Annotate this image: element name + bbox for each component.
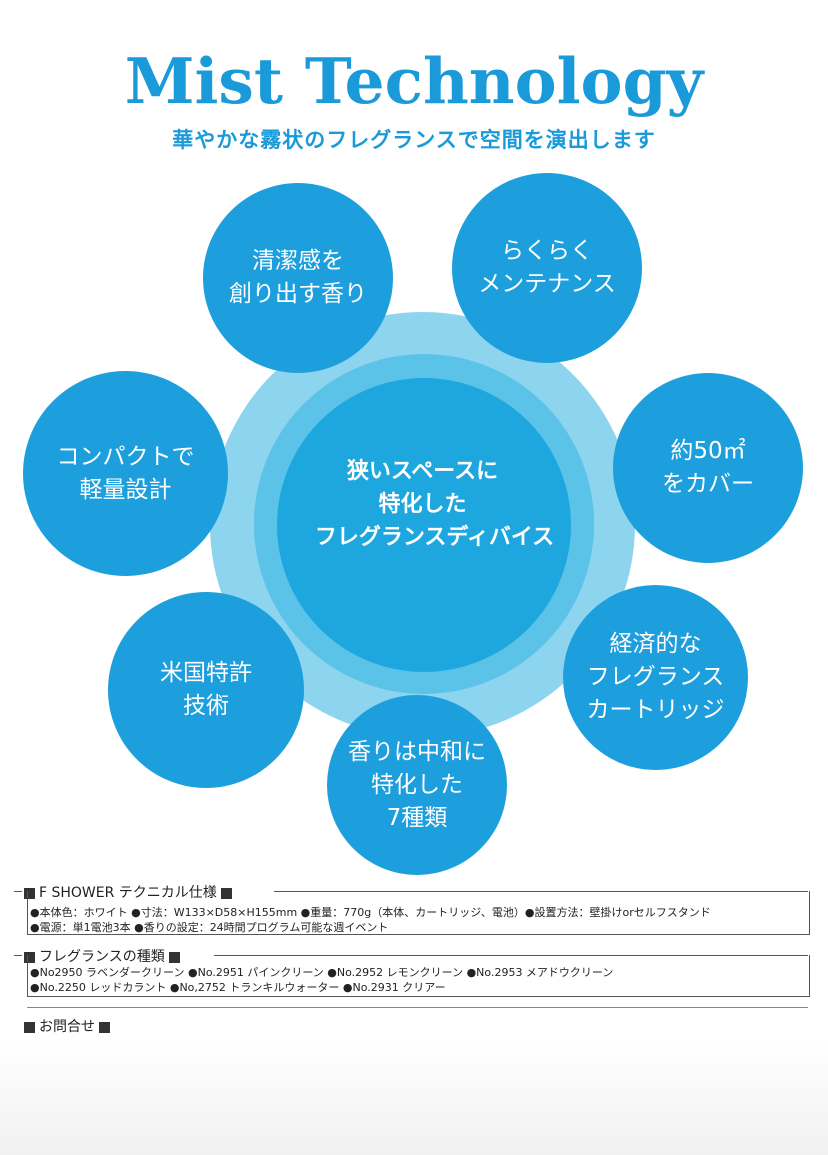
feature-label: 軽量設計 (79, 476, 172, 503)
divider (14, 955, 22, 956)
fragrances-heading: フレグランスの種類 (20, 946, 184, 966)
divider (27, 1007, 808, 1008)
square-bullet-icon (24, 887, 35, 899)
specs-box (27, 891, 810, 935)
square-bullet-icon (24, 1021, 35, 1033)
feature-label: メンテナンス (478, 271, 616, 297)
contact-title: お問合せ (39, 1019, 95, 1035)
fragrance-line: ●No2950 ラベンダークリーン ●No.2951 パインクリーン ●No.2… (30, 966, 614, 979)
center-line: 狭いスペースに (346, 458, 499, 484)
specs-title: F SHOWER テクニカル仕様 (39, 885, 217, 901)
spec-line: ●本体色：ホワイト ●寸法：W133×D58×H155mm ●重量：770g（本… (30, 906, 711, 919)
square-bullet-icon (168, 951, 180, 963)
feature-label: フレグランス (586, 664, 725, 690)
divider (14, 891, 22, 892)
feature-label: 創り出す香り (229, 281, 367, 307)
center-text: 狭いスペースに 特化した フレグランスディバイス (270, 455, 575, 554)
feature-label: をカバー (662, 471, 754, 497)
feature-label: 米国特許 (160, 660, 252, 686)
center-line: 特化した (378, 491, 467, 517)
center-line: フレグランスディバイス (314, 524, 555, 550)
divider (274, 891, 808, 892)
feature-label: 7種類 (386, 804, 448, 831)
feature-bubble-clean-scent: 清潔感を 創り出す香り (203, 183, 393, 373)
spec-line: ●電源：単1電池3本 ●香りの設定：24時間プログラム可能な週イベント (30, 921, 389, 934)
page-subtitle: 華やかな霧状のフレグランスで空間を演出します (172, 128, 656, 152)
feature-bubble-seven-scents: 香りは中和に 特化した 7種類 (327, 695, 507, 875)
feature-label: らくらく (501, 238, 593, 264)
feature-bubble-coverage: 約50㎡ をカバー (613, 373, 803, 563)
feature-label: 技術 (183, 693, 229, 719)
contact-heading: お問合せ (20, 1016, 114, 1036)
fragrances-title: フレグランスの種類 (39, 949, 165, 965)
center-circle (277, 378, 571, 672)
feature-label: カートリッジ (586, 697, 725, 723)
feature-bubble-compact: コンパクトで 軽量設計 (23, 371, 228, 576)
feature-label: コンパクトで (56, 443, 195, 470)
page-title: Mist Technology (124, 44, 704, 118)
feature-label: 特化した (371, 771, 463, 798)
feature-label: 清潔感を (252, 248, 344, 274)
fragrances-box (27, 955, 810, 997)
fragrance-line: ●No.2250 レッドカラント ●No,2752 トランキルウォーター ●No… (30, 981, 446, 994)
feature-label: 約50㎡ (670, 438, 746, 464)
square-bullet-icon (220, 887, 232, 899)
square-bullet-icon (24, 951, 35, 963)
feature-bubble-easy-maintenance: らくらく メンテナンス (452, 173, 642, 363)
feature-bubble-cartridge: 経済的な フレグランス カートリッジ (563, 585, 748, 770)
square-bullet-icon (99, 1021, 110, 1033)
feature-label: 香りは中和に (348, 738, 486, 765)
divider (214, 955, 808, 956)
feature-label: 経済的な (609, 631, 702, 657)
specs-heading: F SHOWER テクニカル仕様 (20, 882, 236, 902)
feature-bubble-us-patent: 米国特許 技術 (108, 592, 304, 788)
